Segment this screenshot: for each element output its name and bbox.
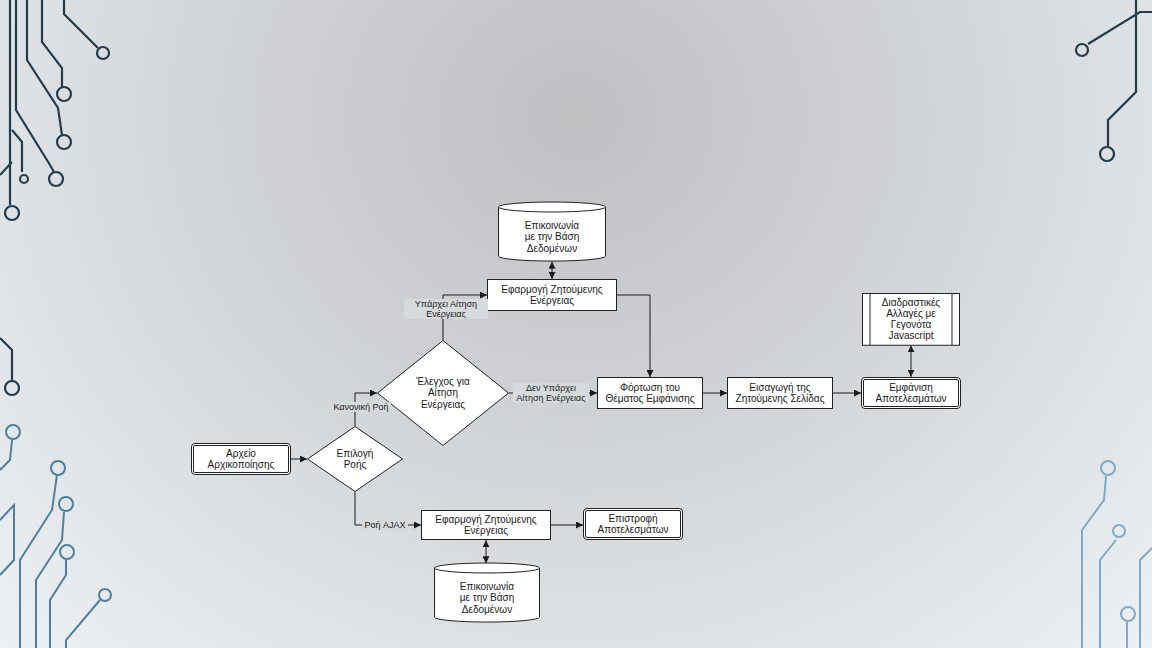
node-text: Εφαρμογή Ζητούμενης Ενέργειας <box>430 514 542 536</box>
node-text: Εισαγωγή της Ζητούμενης Σελίδας <box>733 382 827 404</box>
node-body: Φόρτωση του Θέματος Εμφάνισης <box>598 378 702 408</box>
process-box: Εφαρμογή Ζητούμενης Ενέργειας <box>421 510 551 540</box>
edge-label: Δεν Υπάρχει Αίτηση Ενέργειας <box>513 383 589 403</box>
end-terminal: Εμφάνιση Αποτελεσμάτων <box>861 377 961 409</box>
process-box: Εισαγωγή της Ζητούμενης Σελίδας <box>727 377 833 409</box>
predefined-outline <box>863 293 960 345</box>
node-text: Εφαρμογή Ζητούμενης Ενέργειας <box>496 284 608 306</box>
end-terminal: Επιστροφή Αποτελεσμάτων <box>583 508 683 540</box>
cylinder-body <box>499 202 606 261</box>
node-body: Αρχείο Αρχικοποίησης <box>194 446 288 472</box>
flow-connector <box>552 262 553 279</box>
database-cylinder: Επικοινωνία με την Βάση Δεδομένων <box>498 202 606 262</box>
node-text: Εμφάνιση Αποτελεσμάτων <box>869 382 953 404</box>
diamond-outline <box>378 341 509 446</box>
node-body: Εφαρμογή Ζητούμενης Ενέργειας <box>488 280 616 310</box>
predefined-bar <box>870 293 871 345</box>
start-terminal: Αρχείο Αρχικοποίησης <box>191 443 291 475</box>
edge-label: Κανονική Ροή <box>331 402 390 412</box>
decision-diamond: Έλεγχος για Αίτηση Ενέργειας <box>377 340 509 446</box>
node-text: Επικοινωνία με την Βάση Δεδομένων <box>519 220 585 254</box>
node-body: Επιστροφή Αποτελεσμάτων <box>586 511 680 537</box>
flow-connector <box>703 393 727 394</box>
node-body: Διαδραστικές Αλλαγές με Γεγονότα Javascr… <box>862 293 960 346</box>
node-text: Επιλογή Ροής <box>333 448 377 470</box>
process-box: Φόρτωση του Θέματος Εμφάνισης <box>597 377 703 409</box>
diamond-outline <box>308 427 403 492</box>
node-body: Εισαγωγή της Ζητούμενης Σελίδας <box>728 378 832 408</box>
node-body: Έλεγχος για Αίτηση Ενέργειας <box>377 340 509 446</box>
predefined-bar <box>952 293 953 345</box>
flow-connector <box>617 295 650 377</box>
flow-connector <box>291 459 307 460</box>
process-box: Εφαρμογή Ζητούμενης Ενέργειας <box>487 279 617 311</box>
node-body: Εμφάνιση Αποτελεσμάτων <box>864 380 958 406</box>
node-text: Φόρτωση του Θέματος Εμφάνισης <box>603 382 697 404</box>
database-cylinder: Επικοινωνία με την Βάση Δεδομένων <box>434 563 540 623</box>
flow-connector <box>833 393 861 394</box>
node-body: Επιλογή Ροής <box>307 426 403 492</box>
node-body: Επικοινωνία με την Βάση Δεδομένων <box>434 563 540 623</box>
flow-connector <box>486 540 487 563</box>
node-body: Εφαρμογή Ζητούμενης Ενέργειας <box>422 511 550 539</box>
cylinder-rim <box>435 568 540 573</box>
edge-label: Ροή AJAX <box>362 520 407 530</box>
decision-diamond: Επιλογή Ροής <box>307 426 403 492</box>
node-text: Αρχείο Αρχικοποίησης <box>199 448 283 470</box>
node-text: Έλεγχος για Αίτηση Ενέργειας <box>412 376 474 410</box>
cylinder-rim <box>499 207 606 212</box>
predefined-process-box: Διαδραστικές Αλλαγές με Γεγονότα Javascr… <box>862 293 960 346</box>
edge-label: Υπάρχει Αίτηση Ενέργειας <box>404 299 488 319</box>
node-body: Επικοινωνία με την Βάση Δεδομένων <box>498 202 606 262</box>
node-text: Διαδραστικές Αλλαγές με Γεγονότα Javascr… <box>875 297 947 342</box>
node-text: Επιστροφή Αποτελεσμάτων <box>591 513 675 535</box>
node-text: Επικοινωνία με την Βάση Δεδομένων <box>454 581 520 615</box>
flow-connector <box>551 525 583 526</box>
flow-connector <box>911 345 912 376</box>
cylinder-body <box>435 563 540 622</box>
